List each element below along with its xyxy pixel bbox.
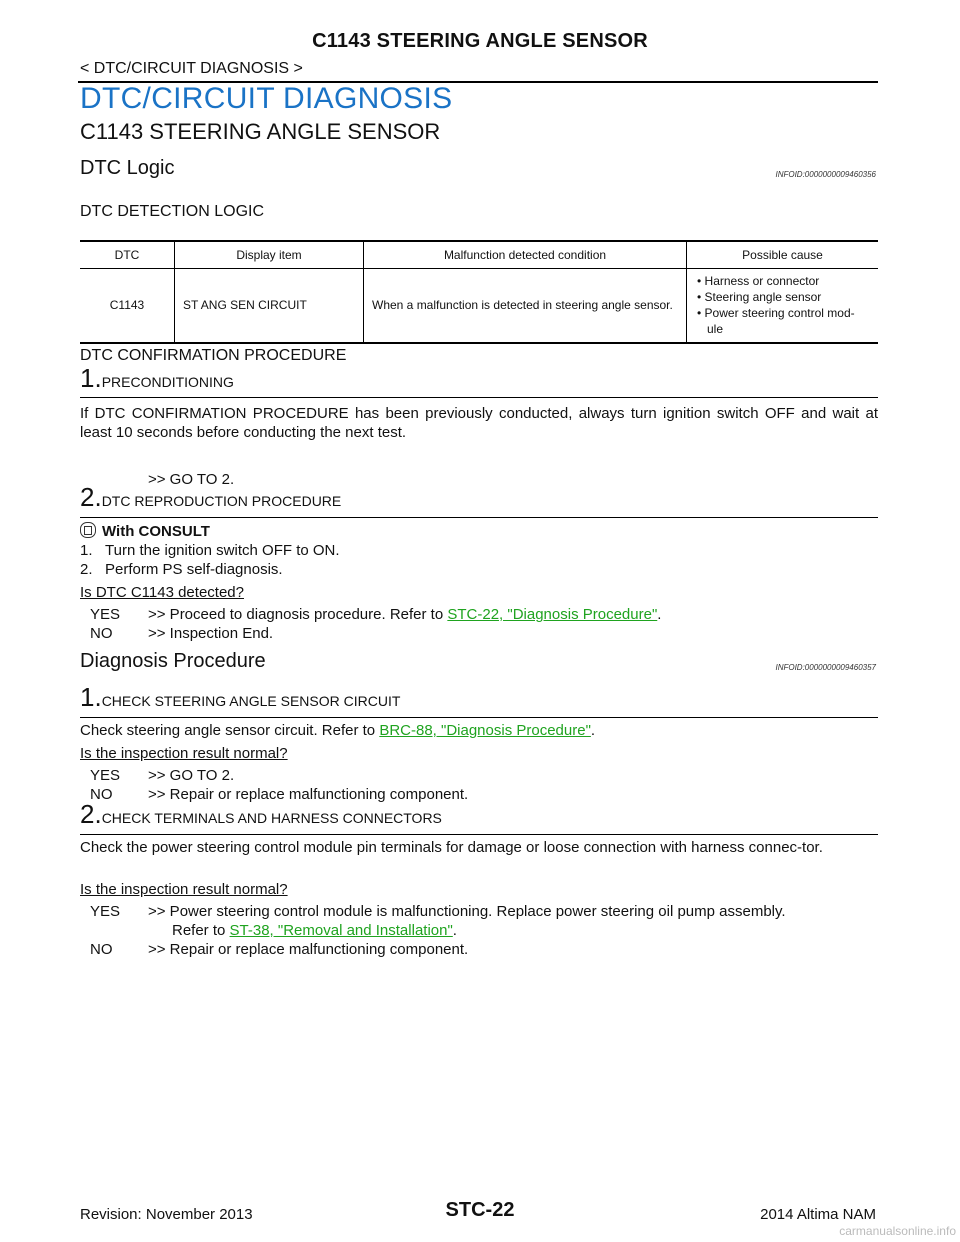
subsection-title: C1143 STEERING ANGLE SENSOR xyxy=(80,119,441,144)
step-title: PRECONDITIONING xyxy=(101,374,234,390)
list-item: • Power steering control mod-ule xyxy=(697,306,855,337)
step-title: CHECK STEERING ANGLE SENSOR CIRCUIT xyxy=(101,693,401,709)
answer-yes-label: YES xyxy=(90,767,121,784)
answer-yes-refer: Refer to ST-38, "Removal and Installatio… xyxy=(172,922,457,939)
col-possible-cause: Possible cause xyxy=(686,240,878,269)
list-item: • Steering angle sensor xyxy=(697,290,822,305)
step-1-heading: 1.PRECONDITIONING xyxy=(80,363,878,394)
dtc-logic-title: DTC Logic xyxy=(80,157,175,179)
col-display-item: Display item xyxy=(174,240,364,269)
step-number: 1. xyxy=(80,363,102,393)
cell-condition: When a malfunction is detected in steeri… xyxy=(363,268,687,344)
brc-88-link[interactable]: BRC-88, "Diagnosis Procedure" xyxy=(379,722,591,739)
diag-step-2-heading: 2.CHECK TERMINALS AND HARNESS CONNECTORS xyxy=(80,799,878,830)
cell-dtc: C1143 xyxy=(80,268,175,344)
step-title: DTC REPRODUCTION PROCEDURE xyxy=(101,493,342,509)
step-rule xyxy=(80,517,878,518)
reproduction-step-1: 1. Turn the ignition switch OFF to ON. xyxy=(80,542,340,559)
answer-no-text: >> Inspection End. xyxy=(148,625,274,642)
footer-model: 2014 Altima NAM xyxy=(760,1206,876,1223)
section-title: DTC/CIRCUIT DIAGNOSIS xyxy=(80,82,453,115)
diag-step-2-text: Check the power steering control module … xyxy=(80,839,823,856)
step-rule xyxy=(80,834,878,835)
consult-icon xyxy=(80,522,96,538)
goto-text: >> GO TO 2. xyxy=(148,471,235,488)
cell-display-item: ST ANG SEN CIRCUIT xyxy=(174,268,364,344)
dtc-logic-infoid: INFOID:0000000009460356 xyxy=(775,170,876,179)
answer-yes-label: YES xyxy=(90,903,121,920)
page-header-title: C1143 STEERING ANGLE SENSOR xyxy=(312,30,648,52)
dtc-confirmation-heading: DTC CONFIRMATION PROCEDURE xyxy=(80,347,347,364)
precondition-text: If DTC CONFIRMATION PROCEDURE has been p… xyxy=(80,405,878,441)
question-dtc-detected: Is DTC C1143 detected? xyxy=(80,584,244,601)
watermark: carmanualsonline.info xyxy=(839,1224,956,1238)
step-rule xyxy=(80,397,878,398)
list-item: • Harness or connector xyxy=(697,274,820,289)
header-rule xyxy=(78,81,878,83)
answer-yes-text: >> GO TO 2. xyxy=(148,767,235,784)
answer-yes: >> Proceed to diagnosis procedure. Refer… xyxy=(148,606,662,623)
breadcrumb: < DTC/CIRCUIT DIAGNOSIS > xyxy=(80,60,303,77)
possible-cause-list: • Harness or connector • Steering angle … xyxy=(695,273,870,337)
table-row: C1143 ST ANG SEN CIRCUIT When a malfunct… xyxy=(80,268,878,344)
step-number: 1. xyxy=(80,682,102,712)
answer-no-label: NO xyxy=(90,941,113,958)
step-number: 2. xyxy=(80,482,102,512)
answer-no-text: >> Repair or replace malfunctioning comp… xyxy=(148,786,469,803)
question-inspection-normal: Is the inspection result normal? xyxy=(80,745,288,762)
dtc-table: DTC Display item Malfunction detected co… xyxy=(80,240,878,344)
answer-yes-text: >> Power steering control module is malf… xyxy=(148,903,786,920)
reproduction-step-2: 2. Perform PS self-diagnosis. xyxy=(80,561,283,578)
question-inspection-normal: Is the inspection result normal? xyxy=(80,881,288,898)
col-malfunction-condition: Malfunction detected condition xyxy=(363,240,687,269)
st-38-link[interactable]: ST-38, "Removal and Installation" xyxy=(229,922,453,939)
diag-step-1-text: Check steering angle sensor circuit. Ref… xyxy=(80,722,596,739)
step-2-heading: 2.DTC REPRODUCTION PROCEDURE xyxy=(80,482,878,513)
step-rule xyxy=(80,717,878,718)
diag-step-1-heading: 1.CHECK STEERING ANGLE SENSOR CIRCUIT xyxy=(80,682,878,713)
dtc-detection-logic-heading: DTC DETECTION LOGIC xyxy=(80,203,265,220)
answer-no-text: >> Repair or replace malfunctioning comp… xyxy=(148,941,469,958)
step-title: CHECK TERMINALS AND HARNESS CONNECTORS xyxy=(101,810,442,826)
col-dtc: DTC xyxy=(80,240,175,269)
answer-yes-label: YES xyxy=(90,606,121,623)
cell-possible-cause: • Harness or connector • Steering angle … xyxy=(686,268,878,344)
consult-label: With CONSULT xyxy=(102,523,210,540)
footer-page-number: STC-22 xyxy=(445,1199,515,1221)
diagnosis-procedure-title: Diagnosis Procedure xyxy=(80,650,266,672)
consult-line: With CONSULT xyxy=(80,522,878,541)
diagnosis-infoid: INFOID:0000000009460357 xyxy=(775,663,876,672)
footer-revision: Revision: November 2013 xyxy=(80,1206,253,1223)
stc-22-link[interactable]: STC-22, "Diagnosis Procedure" xyxy=(447,606,658,623)
diag-step-1-body: Check steering angle sensor circuit. Ref… xyxy=(80,722,380,739)
answer-no-label: NO xyxy=(90,625,113,642)
answer-no-label: NO xyxy=(90,786,113,803)
refer-text: Refer to xyxy=(172,922,230,939)
answer-yes-text: >> Proceed to diagnosis procedure. Refer… xyxy=(148,606,448,623)
step-number: 2. xyxy=(80,799,102,829)
